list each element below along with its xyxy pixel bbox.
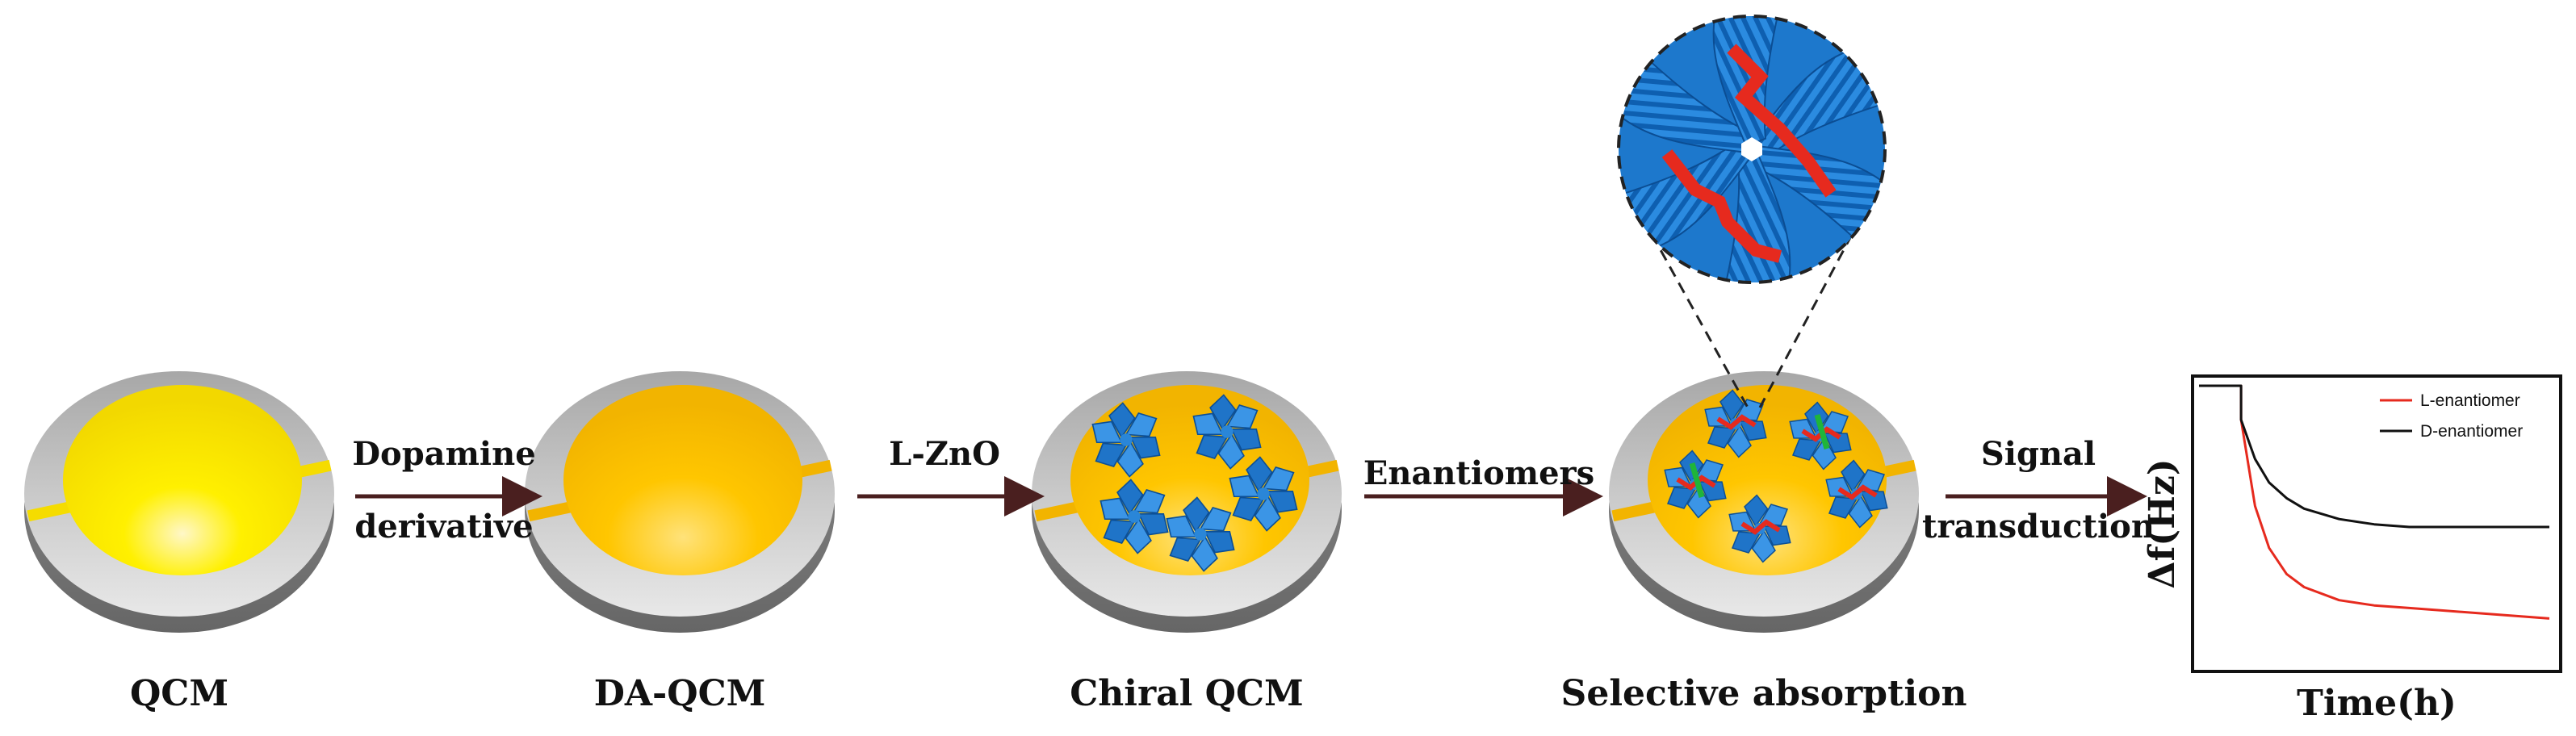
zno-crystal bbox=[1229, 456, 1298, 532]
qcm-disk bbox=[24, 371, 334, 633]
l-enantiomer-molecule bbox=[1837, 484, 1878, 500]
zno-crystal bbox=[1825, 459, 1888, 529]
series-line-d-enantiomer bbox=[2199, 384, 2549, 529]
l-enantiomer-molecule bbox=[1661, 149, 1782, 263]
chart-x-axis-label: Time(h) bbox=[2297, 683, 2457, 724]
zno-crystal bbox=[1728, 494, 1791, 563]
step-2-label: L-ZnO bbox=[889, 435, 1000, 473]
d-enantiomer-molecule bbox=[1814, 414, 1830, 450]
chart-series bbox=[2199, 384, 2550, 620]
zno-crystal bbox=[1100, 479, 1169, 554]
zno-crystal bbox=[1091, 402, 1161, 478]
series-line-l-enantiomer bbox=[2199, 384, 2550, 620]
zoomed-zno-crystal bbox=[1619, 16, 1885, 282]
l-enantiomer-molecule bbox=[1740, 519, 1781, 535]
step-4-label-line1: Signal bbox=[1981, 435, 2096, 473]
stage-label-da-qcm: DA-QCM bbox=[594, 673, 766, 714]
zno-crystal-group bbox=[1091, 394, 1298, 572]
chart-y-axis-label: Δf(Hz) bbox=[2142, 458, 2183, 588]
stage-label-chiral-qcm: Chiral QCM bbox=[1070, 673, 1304, 714]
d-enantiomer-molecule bbox=[1689, 462, 1705, 498]
zno-crystal-group-with-enantiomers bbox=[1664, 389, 1888, 563]
l-enantiomer-molecule bbox=[1716, 414, 1757, 430]
legend-label: L-enantiomer bbox=[2420, 391, 2520, 410]
crystal-pore bbox=[1741, 137, 1762, 161]
step-3-label: Enantiomers bbox=[1363, 454, 1594, 492]
legend-label: D-enantiomer bbox=[2420, 422, 2523, 441]
stage-label-selective-absorption: Selective absorption bbox=[1561, 673, 1967, 714]
chiral-qcm-disk bbox=[1032, 371, 1342, 633]
zoom-inset bbox=[1617, 15, 1887, 408]
selective-absorption-disk bbox=[1609, 371, 1919, 633]
step-4-label-line2: transduction bbox=[1922, 508, 2155, 546]
step-1-label-line2: derivative bbox=[354, 508, 533, 546]
zno-crystal bbox=[1166, 496, 1235, 572]
stage-label-qcm: QCM bbox=[130, 673, 228, 714]
l-enantiomer-molecule bbox=[1727, 44, 1837, 198]
crystal-blade bbox=[1722, 151, 1791, 282]
step-1-label-line1: Dopamine bbox=[352, 435, 535, 473]
zno-crystal bbox=[1192, 394, 1262, 470]
da-qcm-disk bbox=[525, 371, 835, 633]
